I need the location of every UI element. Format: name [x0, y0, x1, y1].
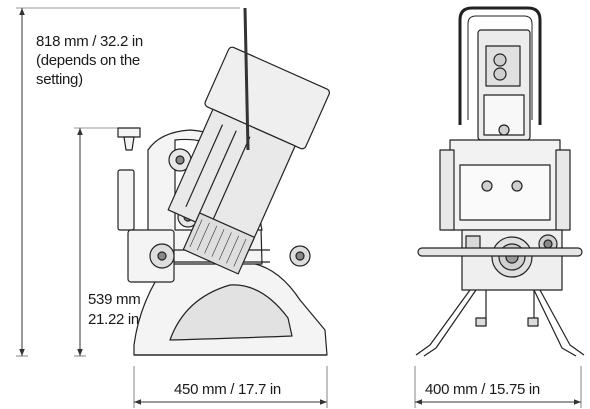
front-legs	[415, 289, 585, 357]
total-height-note-line1: (depends on the	[36, 52, 140, 69]
front-side-rod	[417, 247, 583, 257]
side-clamp-knob	[117, 127, 141, 138]
side-handle-rod	[243, 7, 250, 151]
front-width-label: 400 mm / 15.75 in	[425, 381, 540, 398]
front-handle	[458, 6, 542, 125]
side-base-slot	[169, 284, 293, 341]
base-height-imperial-label: 21.22 in	[88, 311, 139, 328]
base-height-metric-label: 539 mm	[88, 291, 141, 308]
front-view	[415, 6, 585, 357]
side-guide	[117, 169, 135, 231]
side-length-label: 450 mm / 17.7 in	[174, 381, 281, 398]
side-view	[117, 7, 331, 356]
dimension-lines	[16, 7, 582, 408]
side-motor	[167, 46, 331, 275]
total-height-note-line2: setting)	[36, 71, 83, 88]
total-height-label: 818 mm / 32.2 in	[36, 33, 143, 50]
